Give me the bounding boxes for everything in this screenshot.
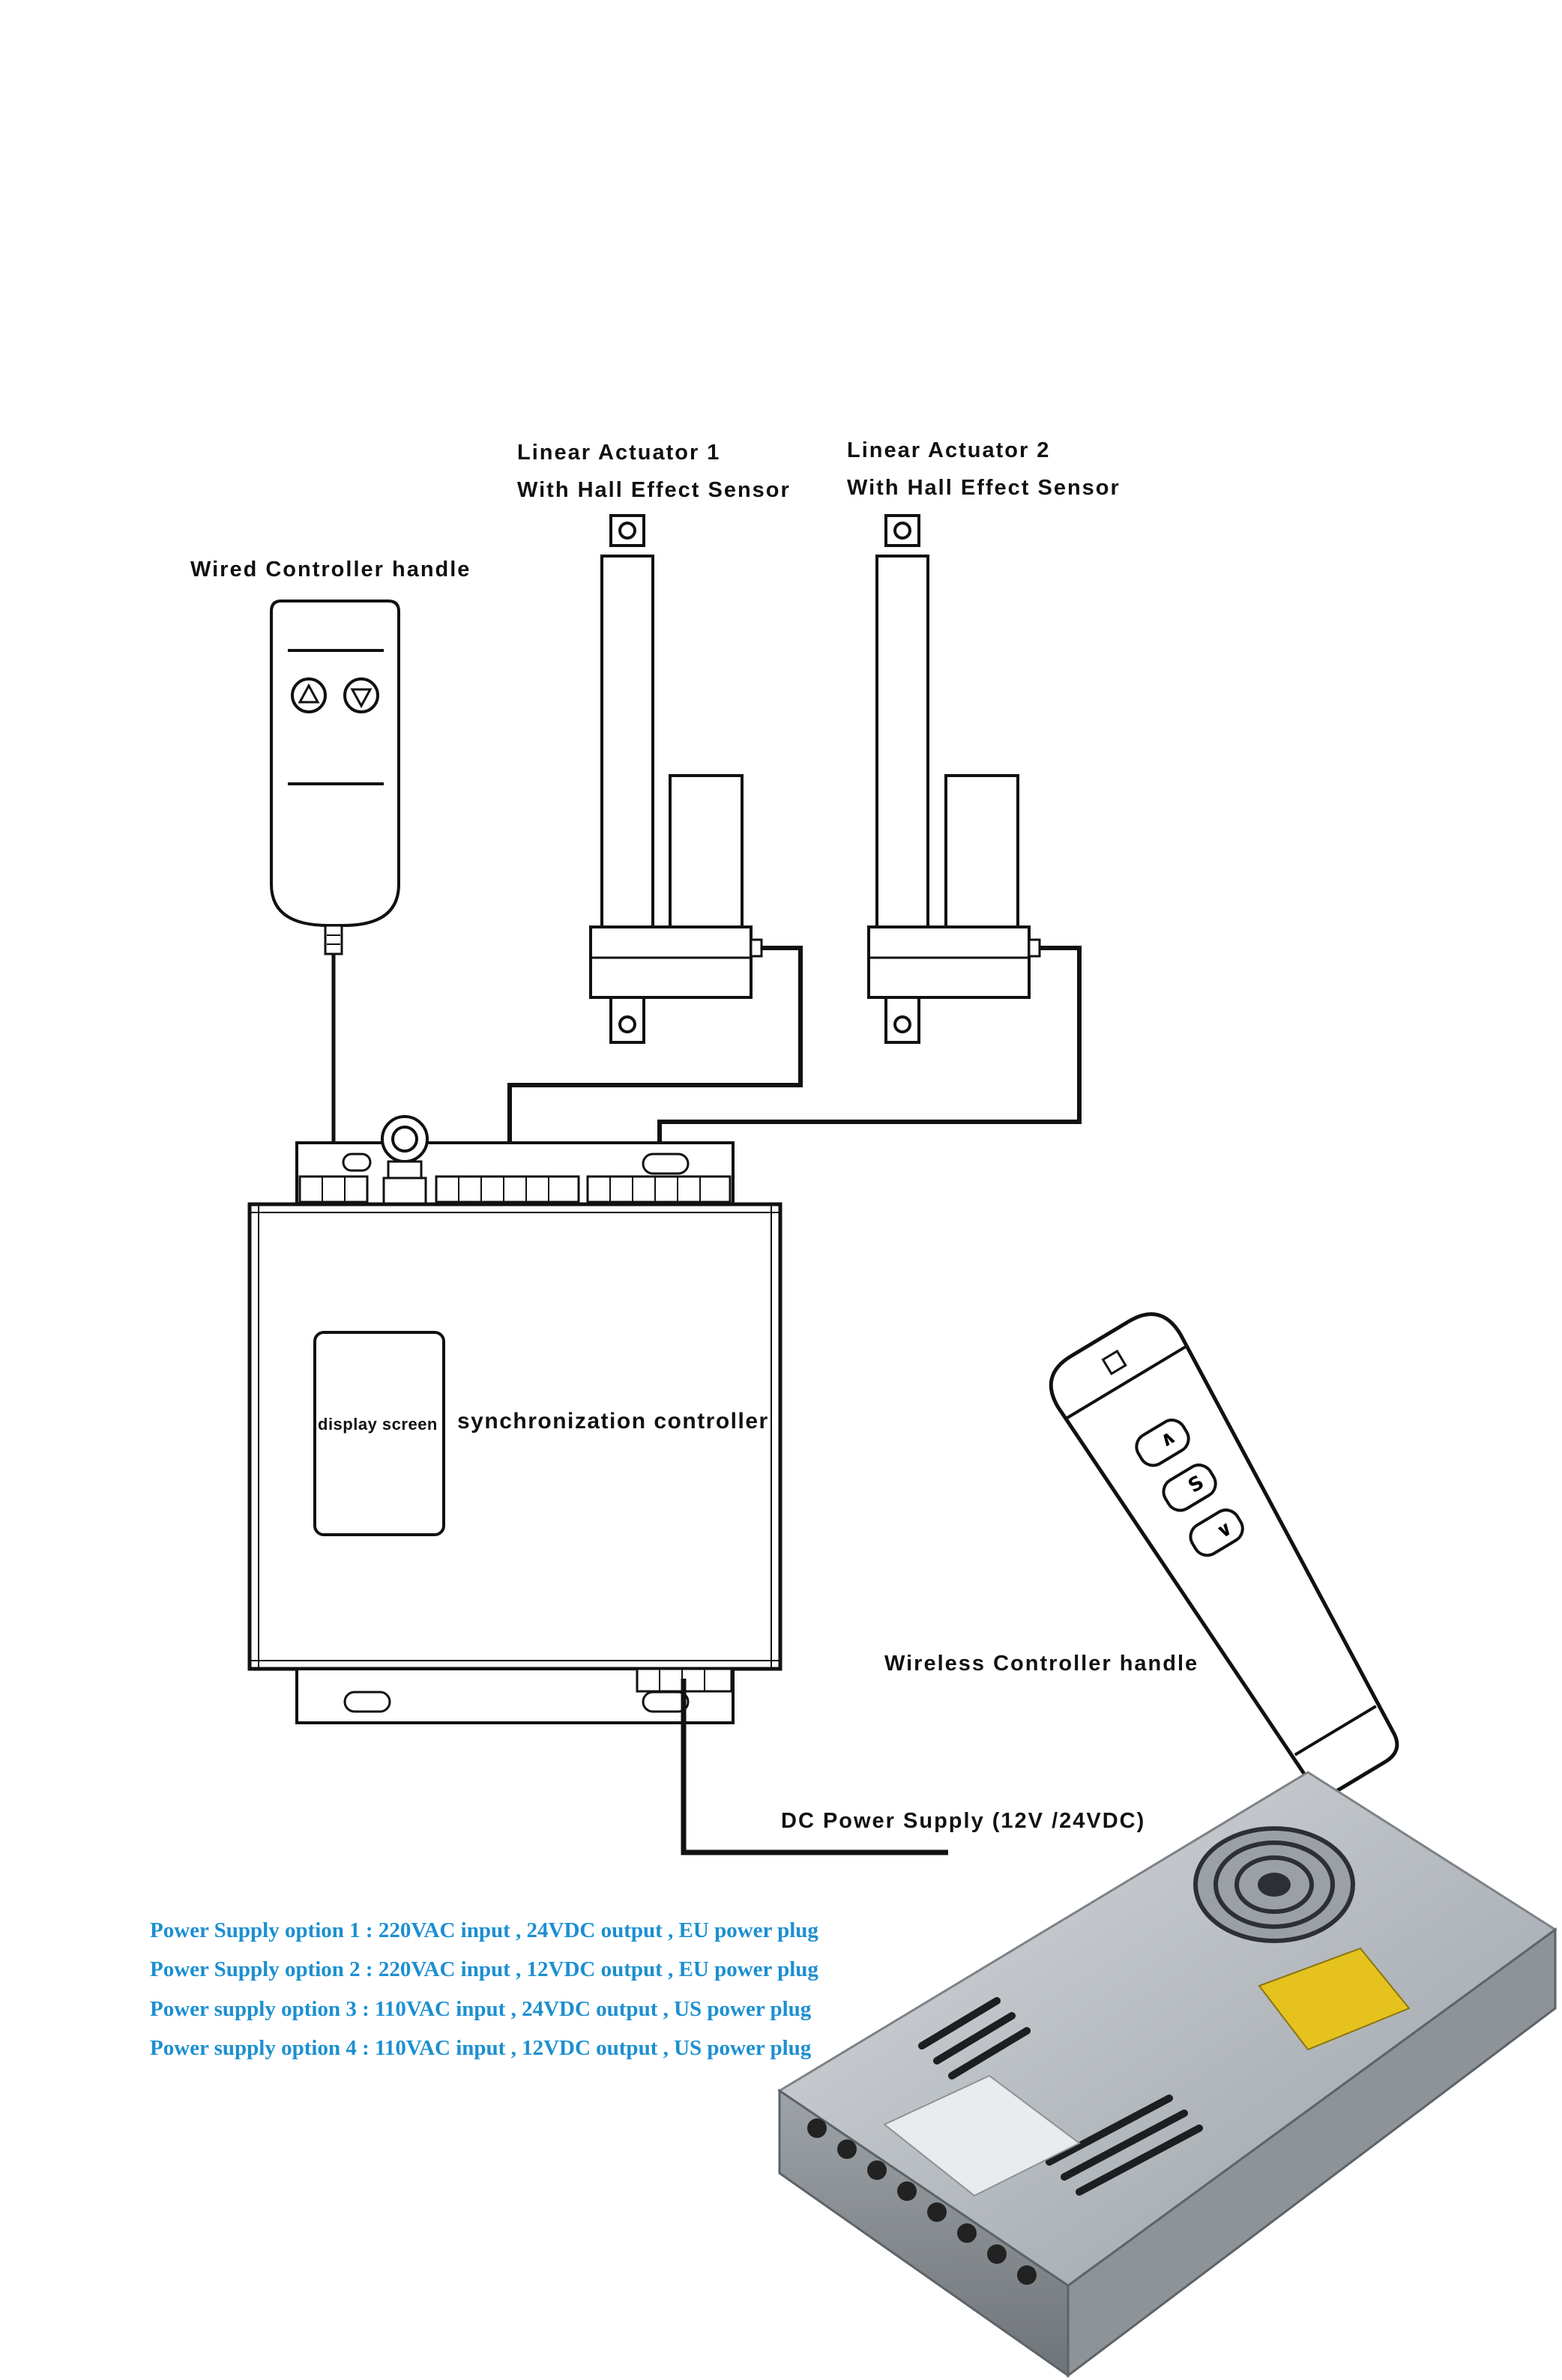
power-cable bbox=[681, 1679, 948, 1855]
power-option-2: Power Supply option 2 : 220VAC input , 1… bbox=[150, 1957, 818, 1981]
synchronization-controller bbox=[247, 1115, 782, 1724]
product-label bbox=[883, 2074, 1081, 2197]
linear-actuator-2 bbox=[867, 514, 1041, 1044]
wired-handle-label: Wired Controller handle bbox=[190, 558, 471, 582]
power-supply-unit bbox=[777, 1771, 1558, 2379]
display-screen-label: display screen bbox=[318, 1415, 438, 1434]
actuator-2-subtitle: With Hall Effect Sensor bbox=[847, 476, 1121, 500]
actuator-1-subtitle: With Hall Effect Sensor bbox=[517, 478, 791, 502]
controller-label: synchronization controller bbox=[457, 1409, 769, 1434]
wired-controller-handle bbox=[270, 599, 400, 955]
linear-actuator-1 bbox=[589, 514, 763, 1044]
fan-icon bbox=[1193, 1826, 1355, 1943]
power-option-3: Power supply option 3 : 110VAC input , 2… bbox=[150, 1997, 812, 2021]
dc-power-label: DC Power Supply (12V /24VDC) bbox=[781, 1809, 1146, 1833]
power-option-4: Power supply option 4 : 110VAC input , 1… bbox=[150, 2036, 812, 2060]
actuator-2-title: Linear Actuator 2 bbox=[847, 438, 1051, 462]
wireless-controller-handle bbox=[1049, 1312, 1399, 1795]
warning-label bbox=[1258, 1947, 1411, 2051]
actuator-1-cable bbox=[507, 946, 803, 1182]
wireless-handle-label: Wireless Controller handle bbox=[884, 1652, 1199, 1676]
actuator-1-title: Linear Actuator 1 bbox=[517, 441, 721, 465]
power-option-1: Power Supply option 1 : 220VAC input , 2… bbox=[150, 1918, 818, 1942]
